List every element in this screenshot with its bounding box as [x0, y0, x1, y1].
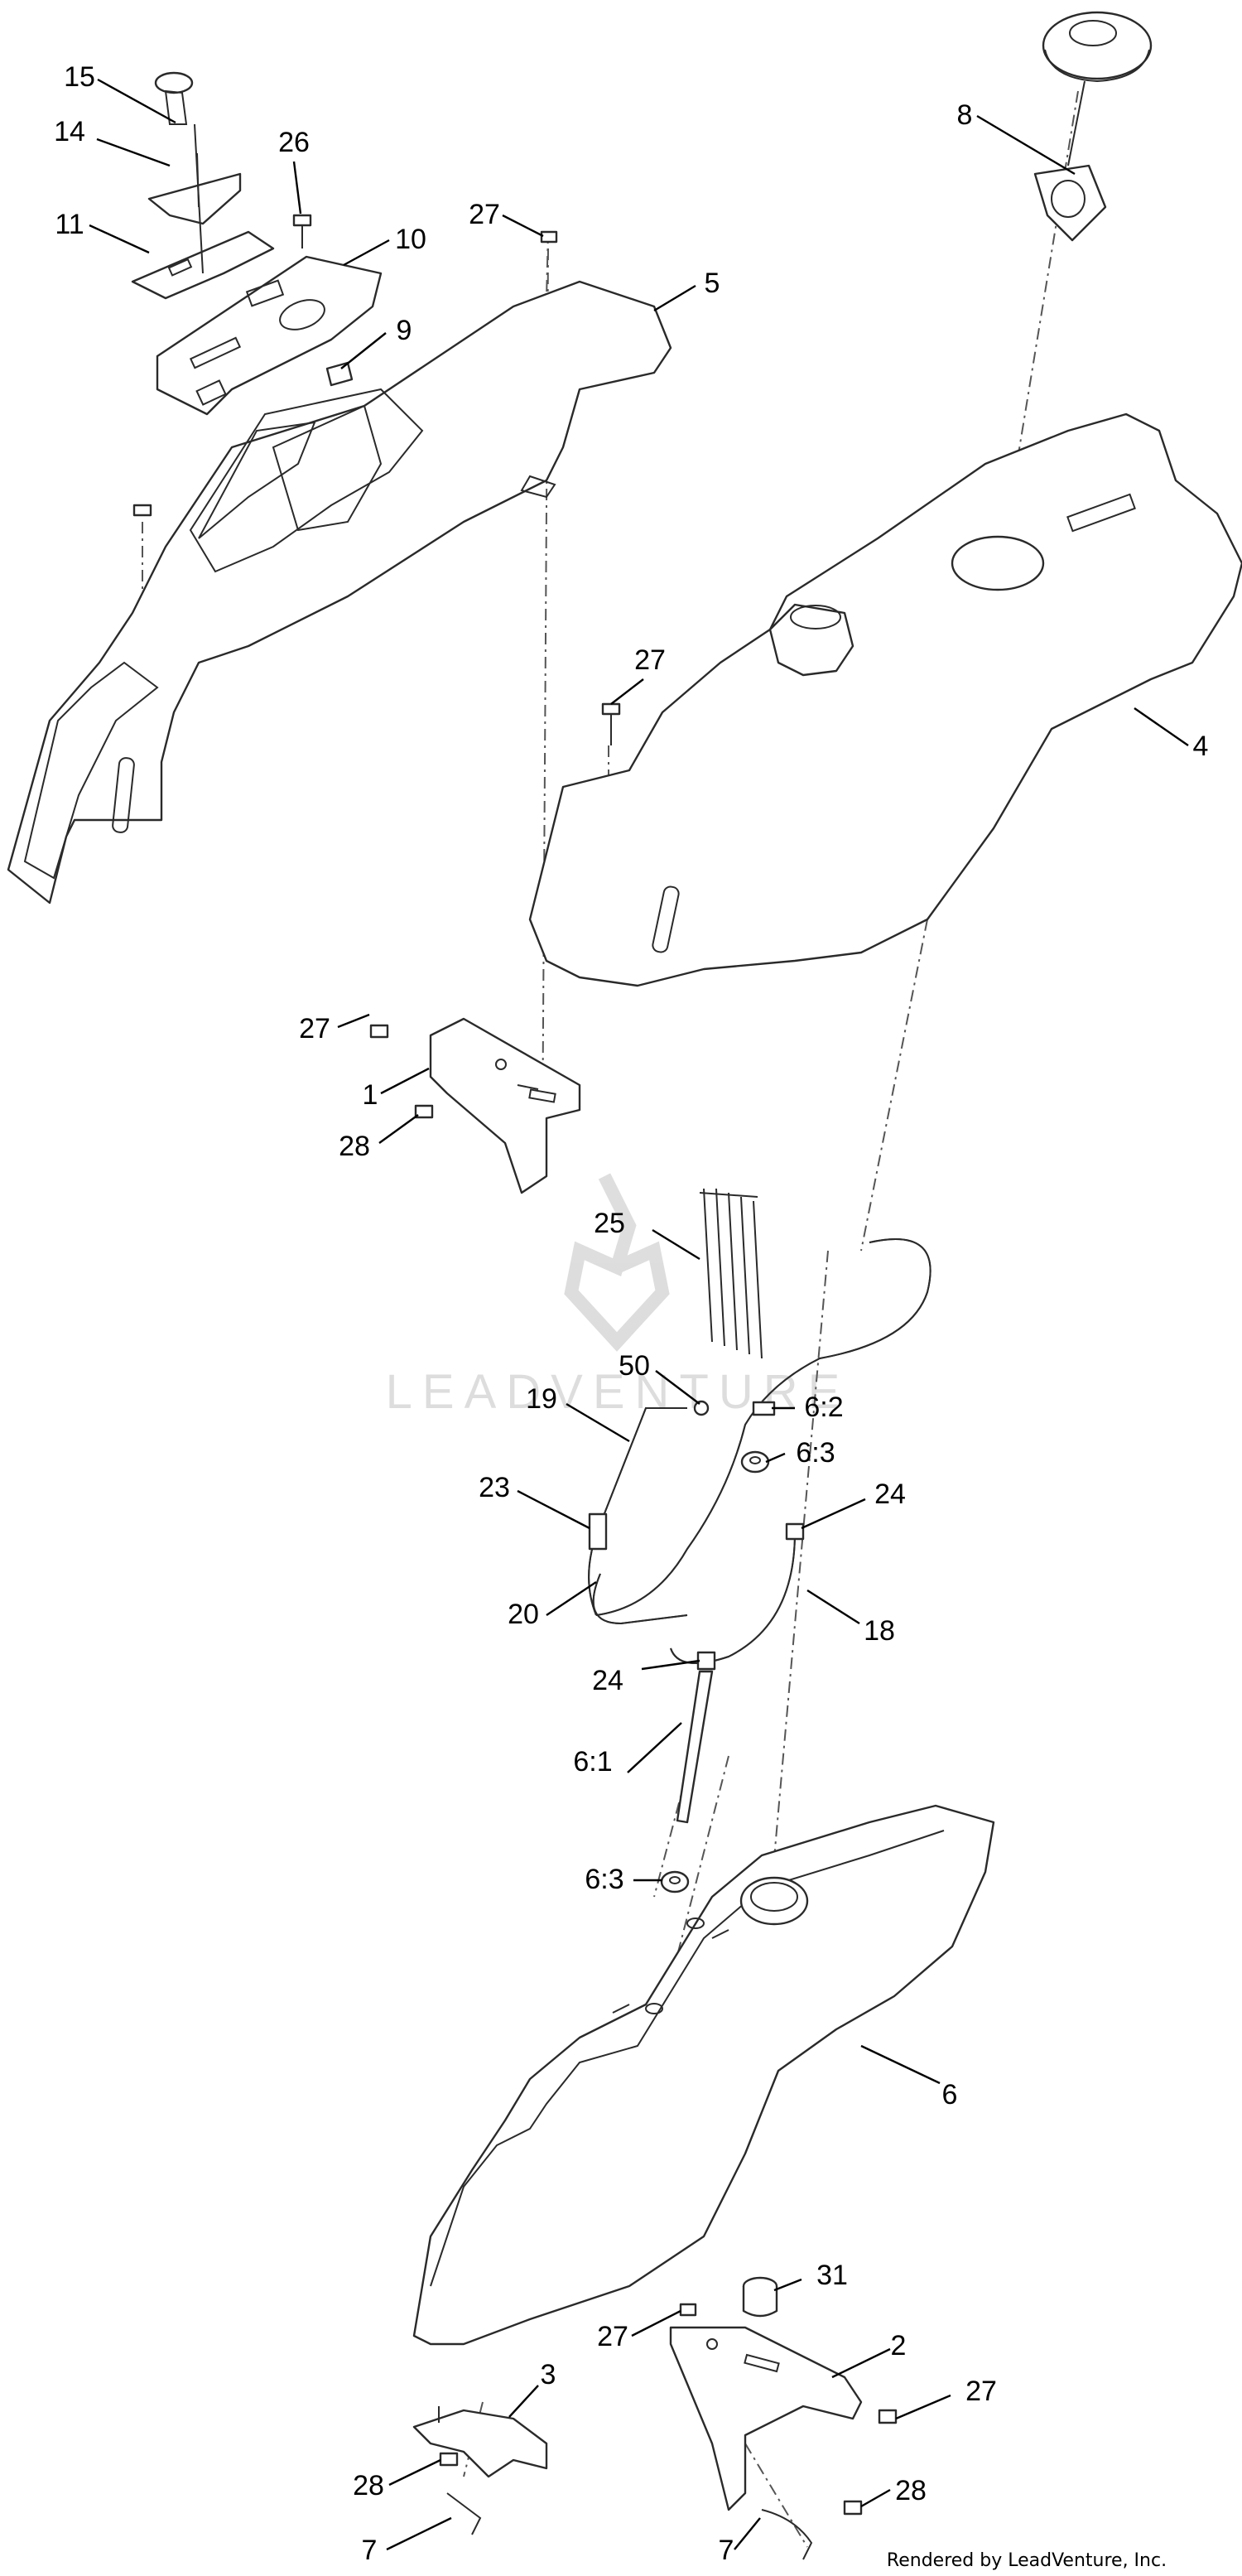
part-19-fuel-line: [588, 1238, 932, 1616]
callout-2: 2: [891, 2330, 907, 2361]
callout-25: 25: [594, 1208, 625, 1239]
watermark-text: LEADVENTURE: [386, 1365, 850, 1419]
callout-24-b: 24: [592, 1665, 623, 1696]
part-27-screw-side: [132, 504, 152, 517]
part-27-screw-e: [878, 2409, 898, 2424]
part-8-fuel-cap: [1033, 11, 1153, 242]
part-1-bracket: [429, 1017, 581, 1194]
render-credit: Rendered by LeadVenture, Inc.: [887, 2550, 1167, 2571]
part-3-bracket: [412, 2406, 548, 2478]
part-50-fitting: [693, 1400, 710, 1416]
callout-28-a: 28: [339, 1131, 370, 1162]
callout-27-e: 27: [965, 2376, 997, 2407]
callout-10: 10: [395, 224, 426, 255]
callout-6-3-b: 6:3: [585, 1864, 623, 1895]
part-28-screw-b: [439, 2452, 459, 2467]
callout-27-c: 27: [299, 1013, 330, 1044]
leader-lines: [89, 78, 1189, 2551]
callout-24-a: 24: [874, 1479, 906, 1510]
callout-5: 5: [705, 268, 720, 299]
part-27-screw-a: [540, 230, 558, 244]
part-23-fitting: [588, 1512, 608, 1551]
callout-3: 3: [541, 2359, 556, 2390]
callout-6-1: 6:1: [573, 1746, 612, 1778]
callout-19: 19: [526, 1383, 557, 1415]
part-18-fuel-line: [670, 1532, 796, 1664]
part-24-clamp-a: [785, 1522, 805, 1541]
callout-8: 8: [957, 99, 973, 131]
part-27-screw-c: [369, 1024, 389, 1039]
callout-28-c: 28: [895, 2475, 927, 2506]
part-24-clamp-b: [696, 1651, 716, 1671]
watermark-logo: [564, 1173, 670, 1352]
part-27-screw-b: [601, 702, 621, 745]
part-6-fuel-tank: [412, 1804, 995, 2346]
callout-6-3-a: 6:3: [796, 1437, 835, 1469]
part-6-3-grommet-a: [740, 1450, 770, 1474]
part-14-lever-assembly: [147, 123, 242, 274]
callout-28-b: 28: [353, 2470, 384, 2501]
callout-labels: 15 14 26 11 10 27 5 9 8 27 4 27 1 28 25 …: [54, 61, 1208, 2566]
callout-23: 23: [479, 1472, 510, 1503]
part-4-shroud: [528, 412, 1242, 987]
part-27-screw-d: [679, 2303, 697, 2317]
part-31-bumper: [742, 2276, 778, 2318]
part-28-screw-c: [843, 2500, 863, 2516]
part-6-2-fitting: [752, 1401, 776, 1416]
callout-27-b: 27: [634, 644, 666, 676]
callout-6: 6: [942, 2079, 958, 2110]
callout-15: 15: [64, 61, 95, 93]
callout-27-a: 27: [469, 199, 500, 230]
callout-31: 31: [816, 2260, 848, 2291]
part-20-fuel-line: [592, 1573, 688, 1625]
callout-26: 26: [278, 127, 310, 158]
callout-18: 18: [864, 1615, 895, 1647]
part-28-screw-a: [414, 1104, 434, 1119]
callout-6-2: 6:2: [804, 1392, 843, 1423]
callout-50: 50: [619, 1350, 650, 1382]
callout-20: 20: [508, 1599, 539, 1630]
callout-27-d: 27: [597, 2321, 628, 2352]
callout-9: 9: [397, 315, 412, 346]
part-26-screw: [292, 214, 312, 248]
part-5-console-cover: [7, 280, 672, 904]
callout-1: 1: [363, 1079, 378, 1111]
part-6-1-pickup-tube: [676, 1670, 714, 1824]
part-6-3-grommet-b: [660, 1870, 690, 1893]
callout-7-b: 7: [719, 2535, 734, 2566]
callout-7-a: 7: [362, 2535, 378, 2566]
callout-11: 11: [55, 209, 84, 240]
part-7-clip-b: [761, 2509, 813, 2560]
part-7-clip-a: [446, 2492, 482, 2535]
part-9-clip: [325, 361, 354, 387]
callout-4: 4: [1193, 731, 1209, 762]
part-25-cable-ties: [699, 1188, 763, 1359]
part-2-bracket: [669, 2326, 863, 2511]
part-15-knob: [154, 71, 194, 125]
callout-14: 14: [54, 116, 85, 147]
